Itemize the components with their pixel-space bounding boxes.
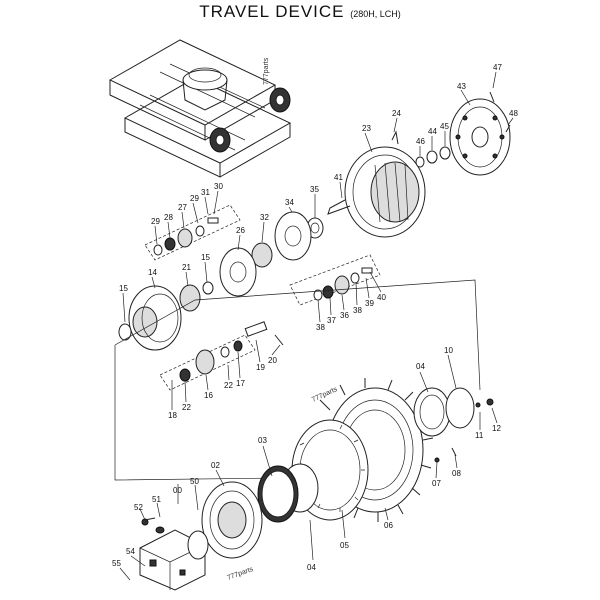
part-label-00: 00: [173, 486, 182, 495]
undercarriage-sketch: [108, 39, 292, 178]
part-label-20: 20: [268, 356, 277, 365]
part-label-28: 28: [164, 213, 173, 222]
part-label-31: 31: [201, 188, 210, 197]
part-label-02: 02: [211, 461, 220, 470]
part-label-12: 12: [492, 424, 501, 433]
title-sub: (280H, LCH): [350, 9, 401, 19]
part-label-04: 04: [307, 563, 316, 572]
part-label-16: 16: [204, 391, 213, 400]
part-label-51: 51: [152, 495, 161, 504]
part-label-32: 32: [260, 213, 269, 222]
part-label-43: 43: [457, 82, 466, 91]
part-label-52: 52: [134, 503, 143, 512]
part-label-07: 07: [432, 479, 441, 488]
part-label-18: 18: [168, 411, 177, 420]
carrier-assembly: [118, 285, 284, 391]
part-label-24: 24: [392, 109, 401, 118]
part-label-35: 35: [310, 185, 319, 194]
sprocket-assembly: [201, 378, 494, 559]
part-label-55: 55: [112, 559, 121, 568]
part-label-23: 23: [362, 124, 371, 133]
part-label-40: 40: [377, 293, 386, 302]
part-label-19: 19: [256, 363, 265, 372]
leader-lines: [119, 71, 514, 581]
hub-assembly: [306, 91, 511, 239]
part-label-05: 05: [340, 541, 349, 550]
part-label-38: 38: [316, 323, 325, 332]
part-labels: 23 24 35 41 43 46 44 45 47 48 29 28 27 2…: [112, 63, 518, 572]
part-label-34: 34: [285, 198, 294, 207]
watermark-text-3: 777parts: [311, 386, 339, 404]
part-label-44: 44: [428, 127, 437, 136]
title-main: TRAVEL DEVICE: [199, 2, 345, 21]
part-label-46: 46: [416, 137, 425, 146]
part-label-17: 17: [236, 379, 245, 388]
part-label-14: 14: [148, 268, 157, 277]
part-label-11: 11: [475, 431, 484, 440]
part-label-03: 03: [258, 436, 267, 445]
part-label-29: 29: [190, 194, 199, 203]
part-label-41: 41: [334, 173, 343, 182]
diagram-title: TRAVEL DEVICE (280H, LCH): [0, 2, 600, 22]
watermark-text: 777parts: [263, 57, 270, 85]
part-label-22b: 22: [224, 381, 233, 390]
part-label-45: 45: [440, 122, 449, 131]
watermark-text-2: 777parts: [226, 566, 254, 582]
part-label-15-upper: 15: [201, 253, 210, 262]
part-label-54: 54: [126, 547, 135, 556]
part-label-06: 06: [384, 521, 393, 530]
part-label-47: 47: [493, 63, 502, 72]
part-label-27: 27: [178, 203, 187, 212]
travel-motor: [139, 517, 209, 591]
part-label-21: 21: [182, 263, 191, 272]
planetary-group-upper: [144, 204, 312, 312]
part-label-38b: 38: [353, 306, 362, 315]
part-label-10: 10: [444, 346, 453, 355]
part-label-30: 30: [214, 182, 223, 191]
assembly-outline: [114, 279, 481, 481]
part-label-26: 26: [236, 226, 245, 235]
part-label-15: 15: [119, 284, 128, 293]
part-label-50: 50: [190, 477, 199, 486]
part-label-37: 37: [327, 316, 336, 325]
part-label-48: 48: [509, 109, 518, 118]
part-label-39: 39: [365, 299, 374, 308]
part-label-22: 22: [182, 403, 191, 412]
part-label-04b: 04: [416, 362, 425, 371]
part-label-08: 08: [452, 469, 461, 478]
part-label-28a: 29: [151, 217, 160, 226]
part-label-36: 36: [340, 311, 349, 320]
